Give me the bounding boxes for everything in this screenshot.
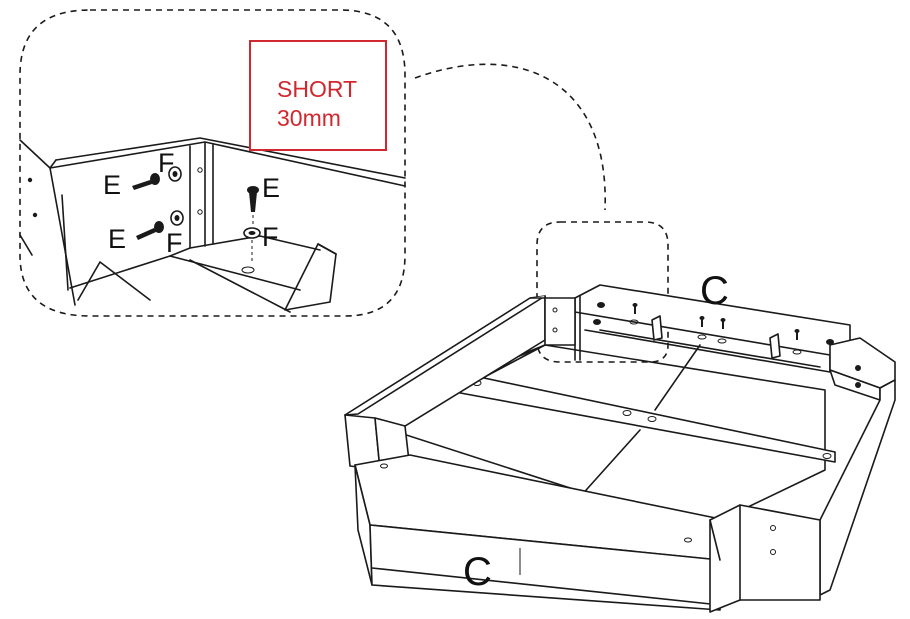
- detail-bubble: F E E E F F: [19, 9, 406, 317]
- label-washer-f: F: [158, 148, 175, 178]
- callout-line-2: 30mm: [277, 105, 341, 131]
- washer-f-icon: [243, 227, 261, 262]
- screw-e-icon: [593, 302, 834, 345]
- zoom-connector: [414, 63, 606, 211]
- screw-e-icon: [136, 221, 164, 240]
- label-screw-e: E: [103, 170, 121, 200]
- screw-e-icon: [132, 173, 160, 190]
- label-screw-e: E: [108, 224, 126, 254]
- label-screw-e: E: [262, 173, 280, 203]
- callout-line-1: SHORT: [277, 76, 357, 102]
- label-washer-f: F: [166, 228, 183, 258]
- washer-f-icon: [168, 166, 182, 182]
- short-screw-callout: SHORT 30mm: [249, 40, 387, 151]
- washer-f-icon: [170, 210, 184, 226]
- label-panel-c-back: C: [700, 269, 729, 313]
- screw-e-icon: [247, 186, 259, 225]
- label-panel-c-front: C: [463, 550, 492, 594]
- label-washer-f: F: [262, 222, 279, 252]
- bed-frame: C C: [344, 269, 896, 613]
